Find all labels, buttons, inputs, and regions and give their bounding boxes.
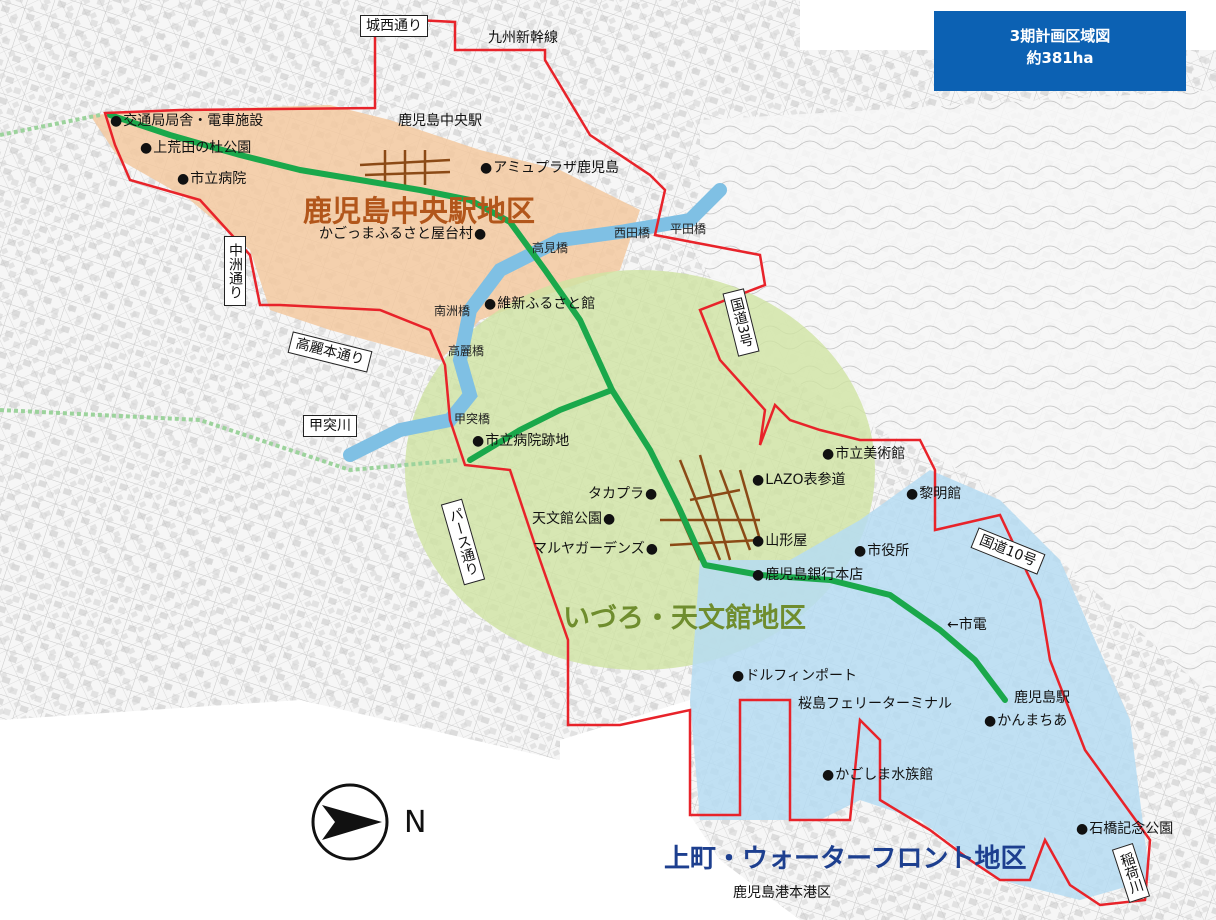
road-label-josei: 城西通り: [360, 15, 428, 37]
district-title-waterfront: 上町・ウォーターフロント地区: [664, 844, 1027, 874]
bridge-kototsu: 甲突橋: [454, 412, 491, 426]
bridge-nishida: 西田橋: [614, 226, 651, 240]
district-title-central: 鹿児島中央駅地区: [303, 194, 536, 228]
poi-kagin: 鹿児島銀行本店: [752, 567, 863, 583]
planning-boundary: [103, 16, 1152, 907]
poi-maruya: マルヤガーデンズ: [533, 541, 658, 557]
poi-takapura: タカプラ: [588, 486, 657, 502]
poi-yataimura: かごっまふるさと屋台村: [319, 226, 486, 242]
poi-kamiarata: 上荒田の杜公園: [140, 140, 251, 156]
poi-tenmonkan-koen: 天文館公園: [532, 511, 615, 527]
poi-lazo: LAZO表参道: [752, 472, 845, 488]
poi-dolphin: ドルフィンポート: [732, 668, 857, 684]
legend-box: 3期計画区域図 約381ha: [934, 11, 1186, 91]
poi-amu-plaza: アミュプラザ鹿児島: [480, 160, 619, 176]
poi-ishin: 維新ふるさと館: [484, 296, 595, 312]
sea-area-south: [560, 700, 690, 920]
compass-icon: [311, 783, 389, 861]
poi-shiritsu-byoin: 市立病院: [177, 171, 246, 187]
poi-bijutsukan: 市立美術館: [822, 446, 905, 462]
rail-west: [0, 113, 101, 137]
bridge-takami: 高見橋: [532, 241, 569, 255]
central-streets: [359, 150, 451, 185]
bridge-korai: 高麗橋: [448, 344, 485, 358]
compass-north-label: N: [404, 805, 427, 840]
poi-kotsukyoku: 交通局局舎・電車施設: [110, 113, 263, 129]
tram-line: [107, 112, 1008, 703]
poi-shiyakusho: 市役所: [854, 543, 909, 559]
district-title-tenmonkan: いづろ・天文館地区: [563, 603, 806, 634]
poi-reimeikan: 黎明館: [906, 486, 961, 502]
hill-area: [700, 90, 1216, 700]
poi-yamakataya: 山形屋: [752, 533, 807, 549]
label-shiden: ←市電: [947, 617, 987, 633]
road-label-kototsu: 甲突川: [303, 415, 357, 437]
label-ferry: 桜島フェリーターミナル: [798, 696, 952, 712]
bridge-hirata: 平田橋: [670, 222, 707, 236]
label-port: 鹿児島港本港区: [733, 885, 831, 901]
label-chuo-station: 鹿児島中央駅: [398, 113, 482, 129]
poi-kanmachia: かんまちあ: [984, 713, 1067, 729]
rail-south-west: [0, 408, 461, 473]
road-label-nakasu: 中洲通り: [224, 236, 246, 306]
label-kagoshima-station: 鹿児島駅: [1014, 690, 1070, 706]
poi-byoin-ato: 市立病院跡地: [472, 433, 569, 449]
legend-title: 3期計画区域図: [1009, 27, 1111, 45]
poi-ishibashi: 石橋記念公園: [1076, 821, 1173, 837]
label-shinkansen: 九州新幹線: [488, 30, 558, 46]
poi-suizokukan: かごしま水族館: [822, 767, 933, 783]
kototsu-river: [343, 183, 727, 462]
legend-area: 約381ha: [1026, 49, 1094, 67]
bridge-nanshu: 南洲橋: [434, 304, 471, 318]
